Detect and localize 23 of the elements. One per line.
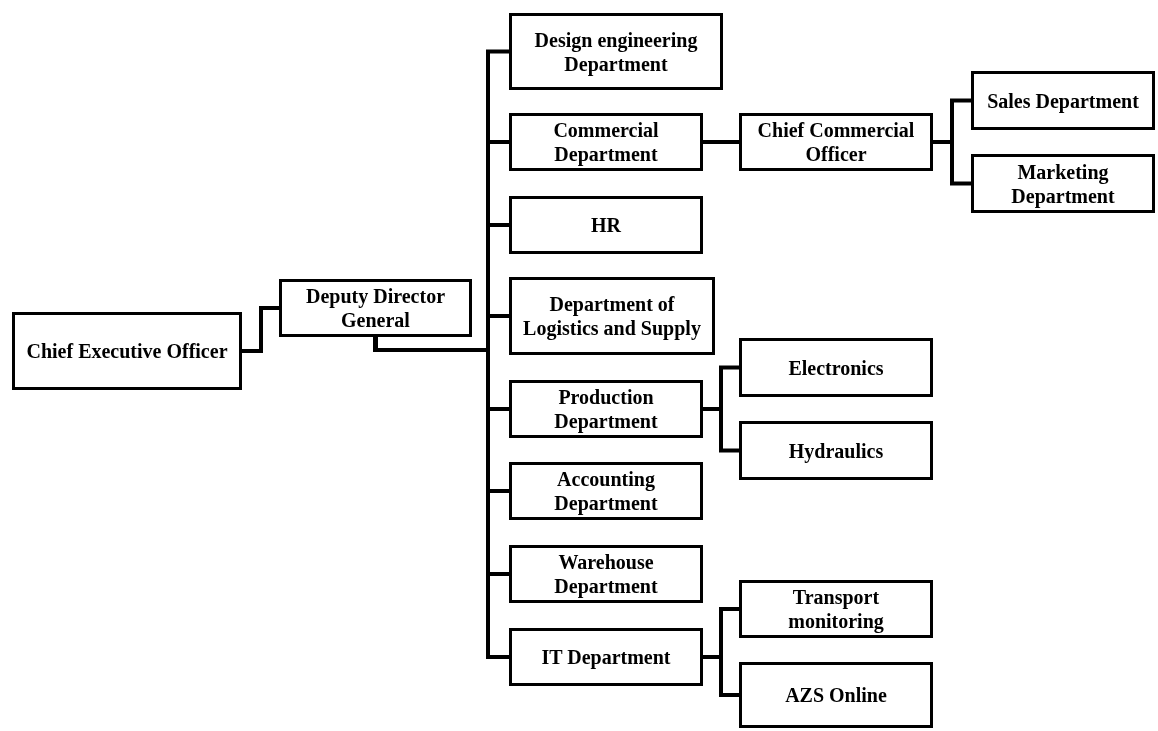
org-box: Transport monitoring <box>739 580 933 638</box>
org-box: Design engineering Department <box>509 13 723 90</box>
org-box: Marketing Department <box>971 154 1155 213</box>
org-box: HR <box>509 196 703 254</box>
org-box: Warehouse Department <box>509 545 703 603</box>
org-box: Commercial Department <box>509 113 703 171</box>
org-box: Production Department <box>509 380 703 438</box>
org-box: Deputy Director General <box>279 279 472 337</box>
connector-line <box>373 337 509 659</box>
org-box: Chief Executive Officer <box>12 312 242 390</box>
org-box: Electronics <box>739 338 933 397</box>
org-box: IT Department <box>509 628 703 686</box>
org-box: Hydraulics <box>739 421 933 480</box>
connector-line <box>703 140 739 144</box>
org-box: Department of Logistics and Supply <box>509 277 715 355</box>
org-box: AZS Online <box>739 662 933 728</box>
connector-line <box>703 407 739 453</box>
connector-line <box>933 140 971 186</box>
org-box: Accounting Department <box>509 462 703 520</box>
org-box: Chief Commercial Officer <box>739 113 933 171</box>
connector-line <box>242 306 279 353</box>
connector-line <box>703 655 739 697</box>
org-box: Sales Department <box>971 71 1155 130</box>
